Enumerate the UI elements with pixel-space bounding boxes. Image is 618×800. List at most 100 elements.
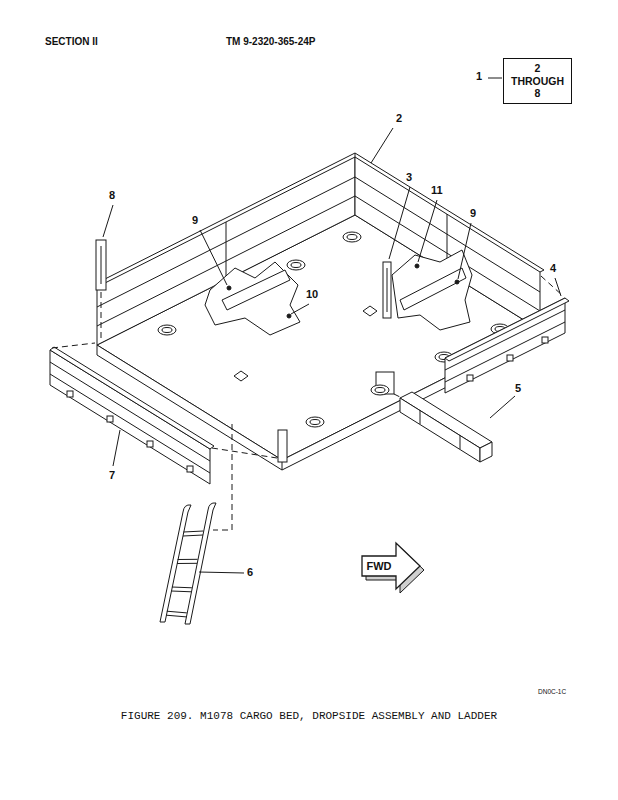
ladder <box>160 503 216 624</box>
callout-number: 1 <box>476 70 482 83</box>
dropside-panel <box>445 322 565 382</box>
phantom-line <box>212 448 277 458</box>
phantom-line <box>541 276 563 296</box>
rail-cap <box>97 153 355 283</box>
tie-down <box>287 260 305 270</box>
crossmember <box>222 270 290 310</box>
callout-number: 10 <box>306 288 318 301</box>
bolt <box>227 286 231 290</box>
leader-line <box>418 200 437 262</box>
side-rail <box>97 157 355 345</box>
arrow-face <box>362 543 420 589</box>
leader-line <box>389 187 410 259</box>
ladder <box>183 535 203 536</box>
side-rail <box>355 157 540 330</box>
ladder <box>160 622 165 623</box>
leader-line <box>103 78 561 573</box>
callout-number: 9 <box>470 207 476 220</box>
stake-post <box>96 240 391 318</box>
tie-down <box>371 385 389 395</box>
tie-down <box>375 388 385 393</box>
ladder <box>185 510 208 624</box>
dropside-panel <box>50 362 210 461</box>
ladder <box>171 591 191 593</box>
tie-down <box>158 232 509 427</box>
node-text: FWD <box>362 558 396 574</box>
dropside-panel <box>467 375 473 381</box>
floor-plate <box>234 371 248 381</box>
tie-down <box>291 263 301 268</box>
stake-pocket <box>376 372 394 394</box>
tie-down <box>310 420 320 425</box>
ladder <box>160 512 183 622</box>
callout-number: 3 <box>406 171 412 184</box>
dropside-panel <box>67 391 193 472</box>
bolt <box>455 280 459 284</box>
dropside-panel <box>147 441 153 447</box>
dropside-panel <box>50 347 214 484</box>
callout-number: 9 <box>192 214 198 227</box>
phantom-line <box>101 292 102 338</box>
leader-line <box>199 572 244 573</box>
ladder <box>185 624 190 625</box>
dropside-panel <box>187 466 193 472</box>
leader-line <box>555 278 561 296</box>
header-text: SECTION II <box>45 36 98 48</box>
bolt <box>415 264 419 268</box>
callout-box: 2 THROUGH 8 <box>503 58 572 104</box>
ladder-storage-box <box>400 398 480 462</box>
leader-line <box>103 205 113 237</box>
callout-number: 6 <box>247 566 253 579</box>
ladder <box>183 505 191 512</box>
stake-post <box>96 240 106 290</box>
callout-number: 11 <box>431 184 443 197</box>
tie-down <box>347 235 357 240</box>
ladder-storage-box <box>460 435 461 449</box>
ladder-storage-box <box>400 392 492 462</box>
callout-number: 2 <box>396 112 402 125</box>
callout-number: 4 <box>550 262 556 275</box>
ladder <box>172 587 192 589</box>
phantom-line <box>213 424 232 530</box>
leader-line <box>490 396 515 418</box>
figure-caption: FIGURE 209. M1078 CARGO BED, DROPSIDE AS… <box>0 710 618 722</box>
drawing-code: DN0C-1C <box>538 688 566 695</box>
header-text: TM 9-2320-365-24P <box>226 36 316 48</box>
dropside-panel <box>542 337 548 343</box>
cutaway <box>392 250 472 330</box>
ladder <box>208 503 216 510</box>
direction-arrow: FWD <box>360 540 426 596</box>
dropside-panel <box>445 298 569 393</box>
tie-down <box>158 325 176 335</box>
ladder <box>183 531 203 532</box>
stake-post <box>383 262 391 318</box>
callout-number: 7 <box>109 469 115 482</box>
node-text: 2 THROUGH 8 <box>511 62 564 100</box>
leader-line <box>488 78 502 79</box>
leader-line <box>371 128 393 163</box>
bolt <box>287 314 291 318</box>
dropside-panel <box>50 374 210 473</box>
corner-post <box>278 430 287 462</box>
callout-number: 5 <box>515 382 521 395</box>
tie-down <box>343 232 361 242</box>
crossmember <box>400 268 466 310</box>
ladder <box>165 512 188 622</box>
rail-post <box>226 222 227 280</box>
phantom-line <box>52 343 95 348</box>
ladder <box>177 563 197 564</box>
ladder-storage-box <box>420 410 421 424</box>
ladder <box>190 510 213 624</box>
cutaway <box>205 262 300 335</box>
callout-number: 8 <box>109 189 115 202</box>
dropside-panel <box>467 337 548 381</box>
ladder <box>166 615 186 617</box>
ladder <box>167 611 187 613</box>
floor-plate <box>363 306 377 316</box>
rail-slat <box>97 196 355 326</box>
leader-line <box>458 223 471 279</box>
rail-cap <box>355 153 544 272</box>
